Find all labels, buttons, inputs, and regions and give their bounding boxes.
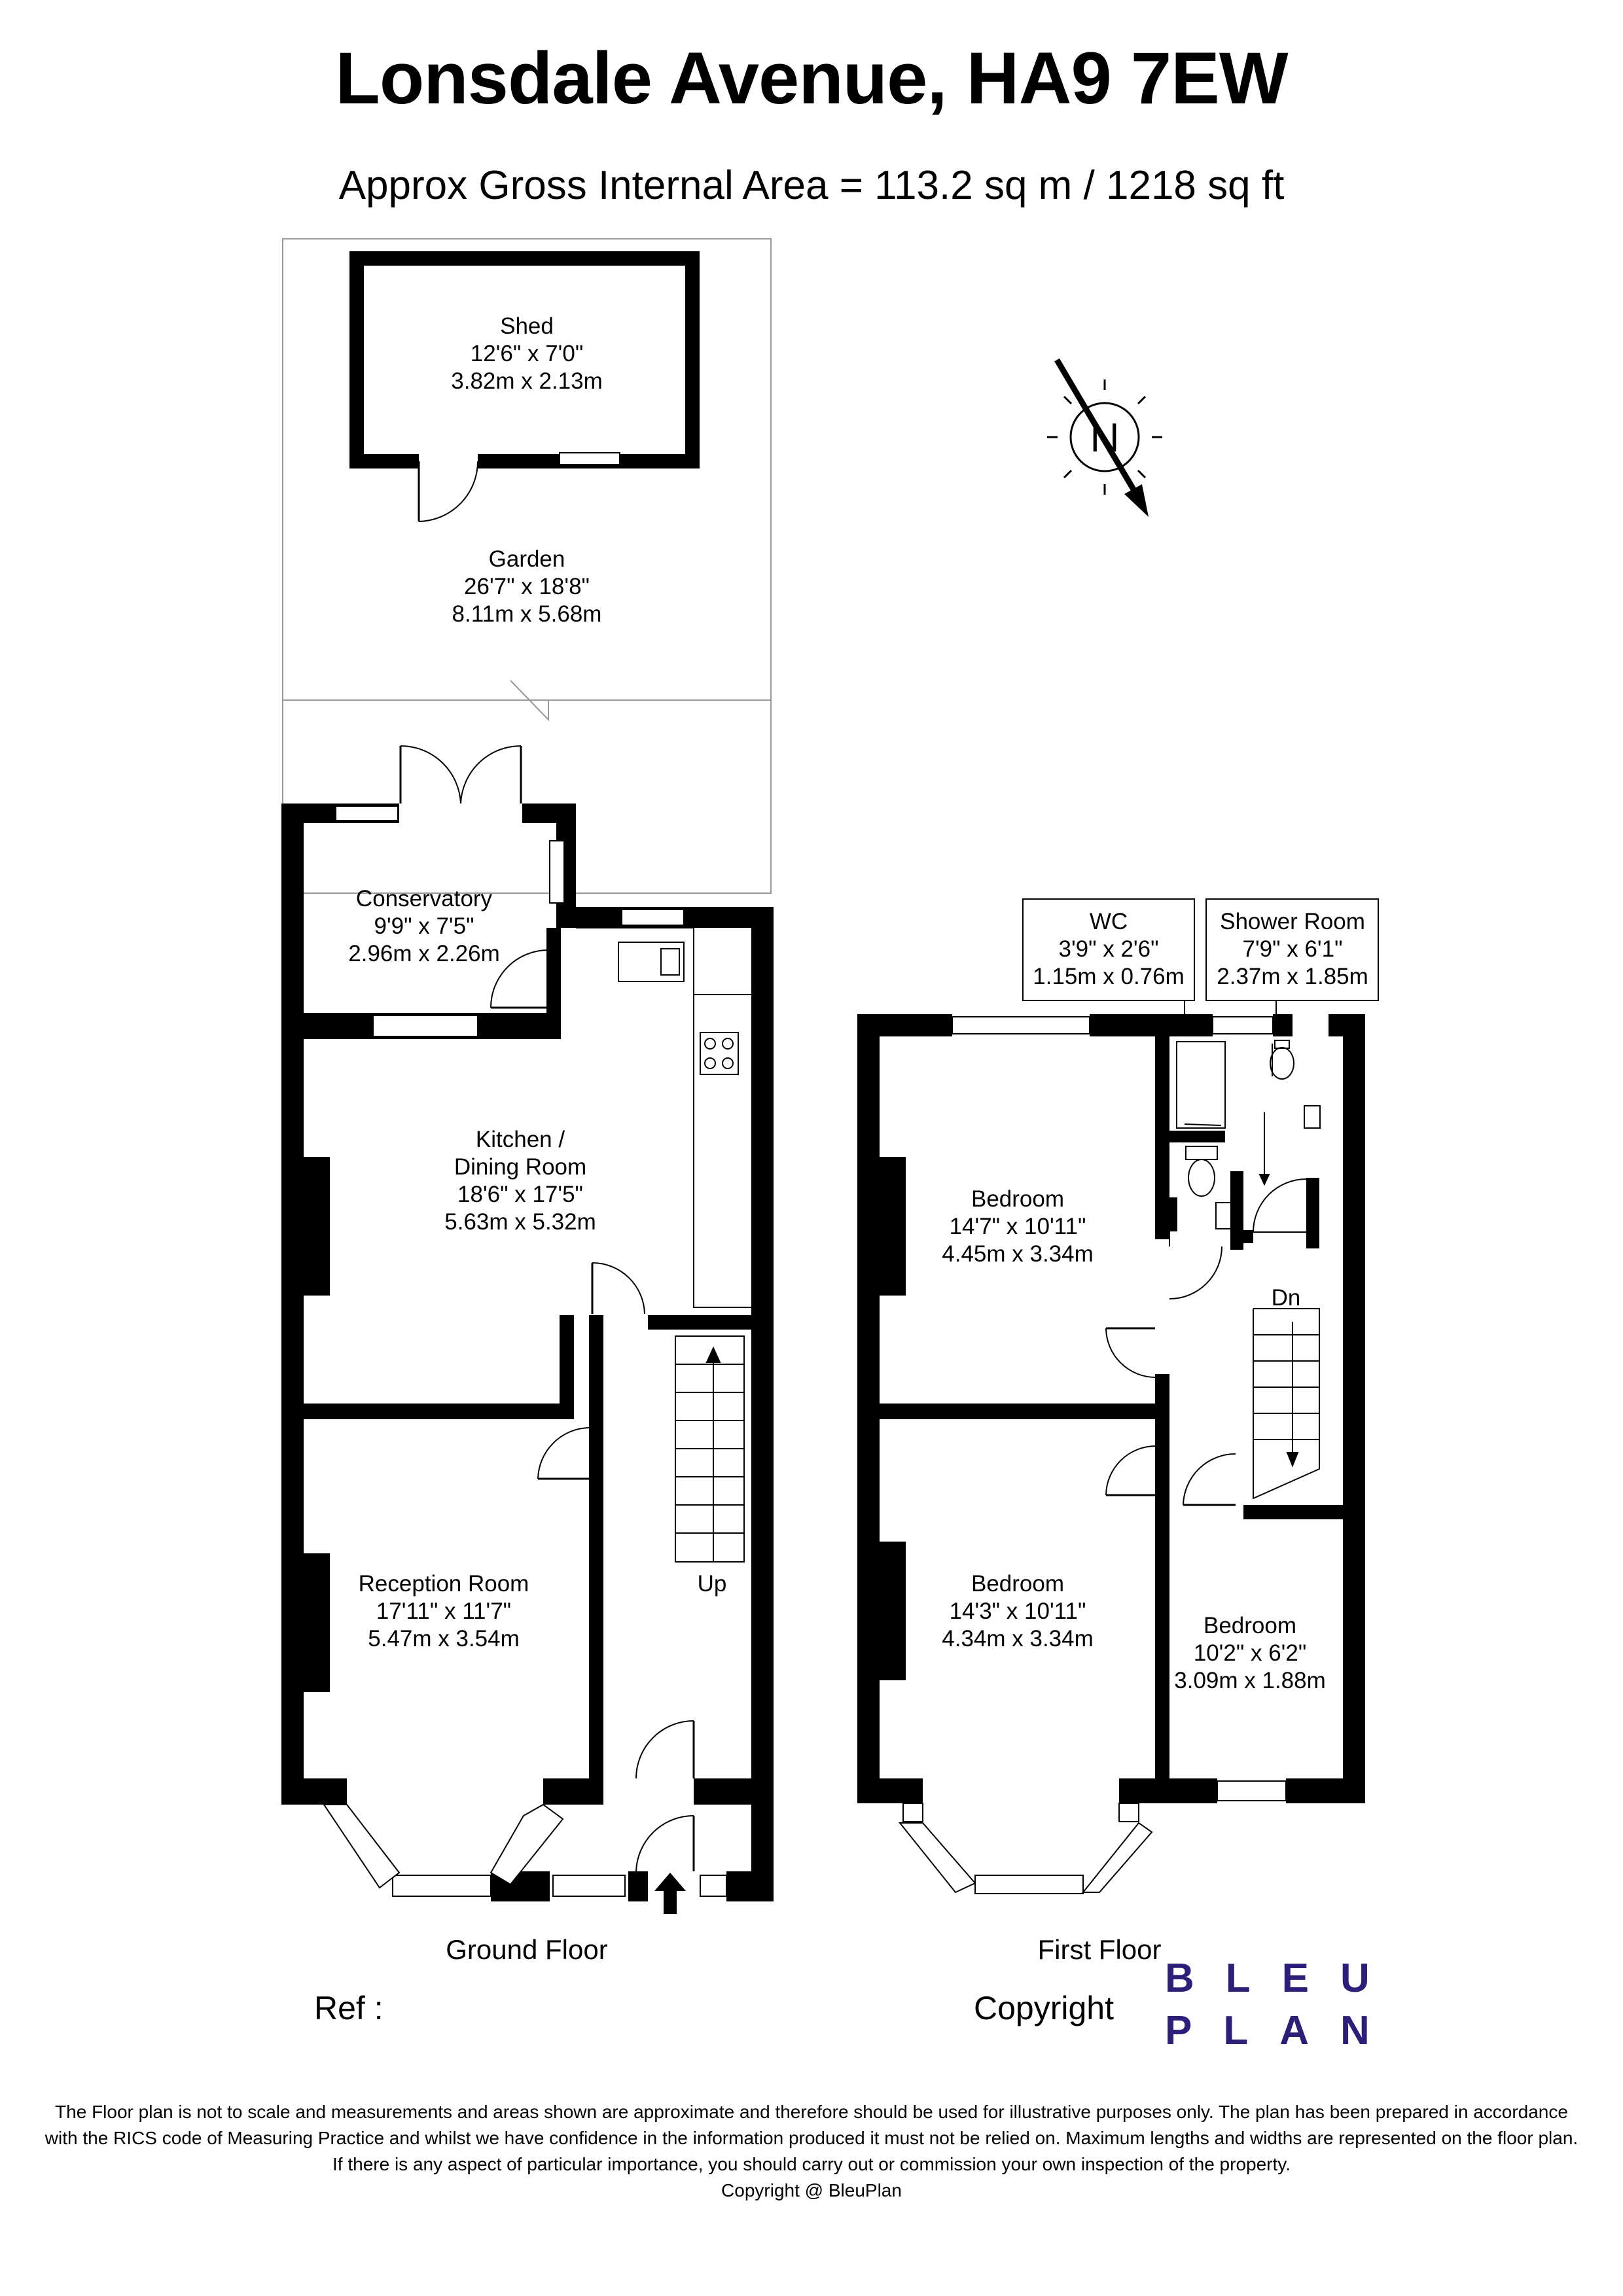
bedroom1-metric: 4.45m x 3.34m [942, 1241, 1094, 1267]
copyright-label: Copyright [974, 1990, 1114, 2026]
garden-metric: 8.11m x 5.68m [452, 601, 602, 627]
bedroom3-imperial: 10'2" x 6'2" [1194, 1640, 1307, 1666]
bedroom3-label: Bedroom [1204, 1613, 1296, 1638]
logo-line-1: BLEU [1165, 1956, 1401, 2001]
disclaimer-line-1: The Floor plan is not to scale and measu… [55, 2102, 1568, 2122]
first-floor-windows [898, 1016, 1287, 1894]
bedroom2-imperial: 14'3" x 10'11" [950, 1598, 1086, 1624]
first-stairs [1253, 1308, 1320, 1500]
kitchen-label-2: Dining Room [454, 1154, 586, 1180]
plan-title: Lonsdale Avenue, HA9 7EW [335, 37, 1288, 119]
bedroom3-metric: 3.09m x 1.88m [1174, 1668, 1326, 1693]
wc-imperial: 3'9" x 2'6" [1058, 936, 1158, 962]
shed [349, 251, 700, 522]
bedroom2-metric: 4.34m x 3.34m [942, 1626, 1094, 1651]
kitchen-metric: 5.63m x 5.32m [444, 1209, 596, 1235]
callout-boxes [1022, 898, 1379, 1021]
reference-label: Ref : [314, 1990, 383, 2026]
disclaimer-line-2: with the RICS code of Measuring Practice… [45, 2128, 1578, 2148]
entrance-arrow-icon [654, 1873, 686, 1914]
bedroom1-label: Bedroom [971, 1186, 1064, 1212]
ground-floor-windows [323, 805, 727, 1897]
wc-metric: 1.15m x 0.76m [1033, 964, 1185, 989]
kitchen-counter [576, 927, 751, 1308]
disclaimer-line-4: Copyright @ BleuPlan [721, 2180, 902, 2200]
ground-floor-walls [281, 804, 774, 1901]
shed-label: Shed [500, 313, 554, 339]
stairs-down-label: Dn [1272, 1285, 1301, 1311]
conservatory-doors [399, 745, 522, 804]
logo-line-2: PLAN [1165, 2008, 1401, 2053]
first-floor-caption: First Floor [1038, 1934, 1162, 1965]
room-labels: Shed 12'6" x 7'0" 3.82m x 2.13m Garden 2… [348, 313, 1368, 1965]
reception-label: Reception Room [359, 1571, 529, 1597]
conservatory-metric: 2.96m x 2.26m [348, 941, 500, 966]
disclaimer-line-3: If there is any aspect of particular imp… [332, 2154, 1291, 2174]
shower-imperial: 7'9" x 6'1" [1242, 936, 1342, 962]
reception-metric: 5.47m x 3.54m [368, 1626, 520, 1651]
shed-imperial: 12'6" x 7'0" [471, 341, 584, 366]
wc-label: WC [1090, 909, 1128, 934]
ground-floor-doors [490, 949, 695, 1872]
bedroom2-label: Bedroom [971, 1571, 1064, 1597]
compass-letter: N [1090, 415, 1120, 461]
conservatory-label: Conservatory [356, 886, 493, 911]
garden-imperial: 26'7" x 18'8" [464, 574, 590, 599]
disclaimer: The Floor plan is not to scale and measu… [0, 2099, 1623, 2204]
ground-floor-caption: Ground Floor [446, 1934, 607, 1965]
kitchen-imperial: 18'6" x 17'5" [457, 1182, 583, 1207]
first-floor-doors [1105, 1327, 1236, 1506]
first-floor-walls [857, 1014, 1365, 1803]
garden-label: Garden [489, 546, 565, 572]
conservatory-imperial: 9'9" x 7'5" [374, 913, 474, 939]
bleuplan-logo: BLEU PLAN [1165, 1952, 1401, 2057]
garden-outline [282, 238, 772, 894]
kitchen-label-1: Kitchen / [476, 1127, 565, 1152]
shed-metric: 3.82m x 2.13m [451, 368, 603, 394]
stairs-up-label: Up [698, 1571, 727, 1597]
compass-icon: N [1047, 358, 1162, 517]
reception-imperial: 17'11" x 11'7" [376, 1598, 511, 1624]
shower-label: Shower Room [1220, 909, 1365, 934]
ground-stairs [675, 1335, 745, 1563]
bathroom-fittings [1169, 1040, 1321, 1299]
shower-metric: 2.37m x 1.85m [1217, 964, 1368, 989]
gross-area: Approx Gross Internal Area = 113.2 sq m … [338, 163, 1285, 208]
bedroom1-imperial: 14'7" x 10'11" [950, 1214, 1086, 1239]
